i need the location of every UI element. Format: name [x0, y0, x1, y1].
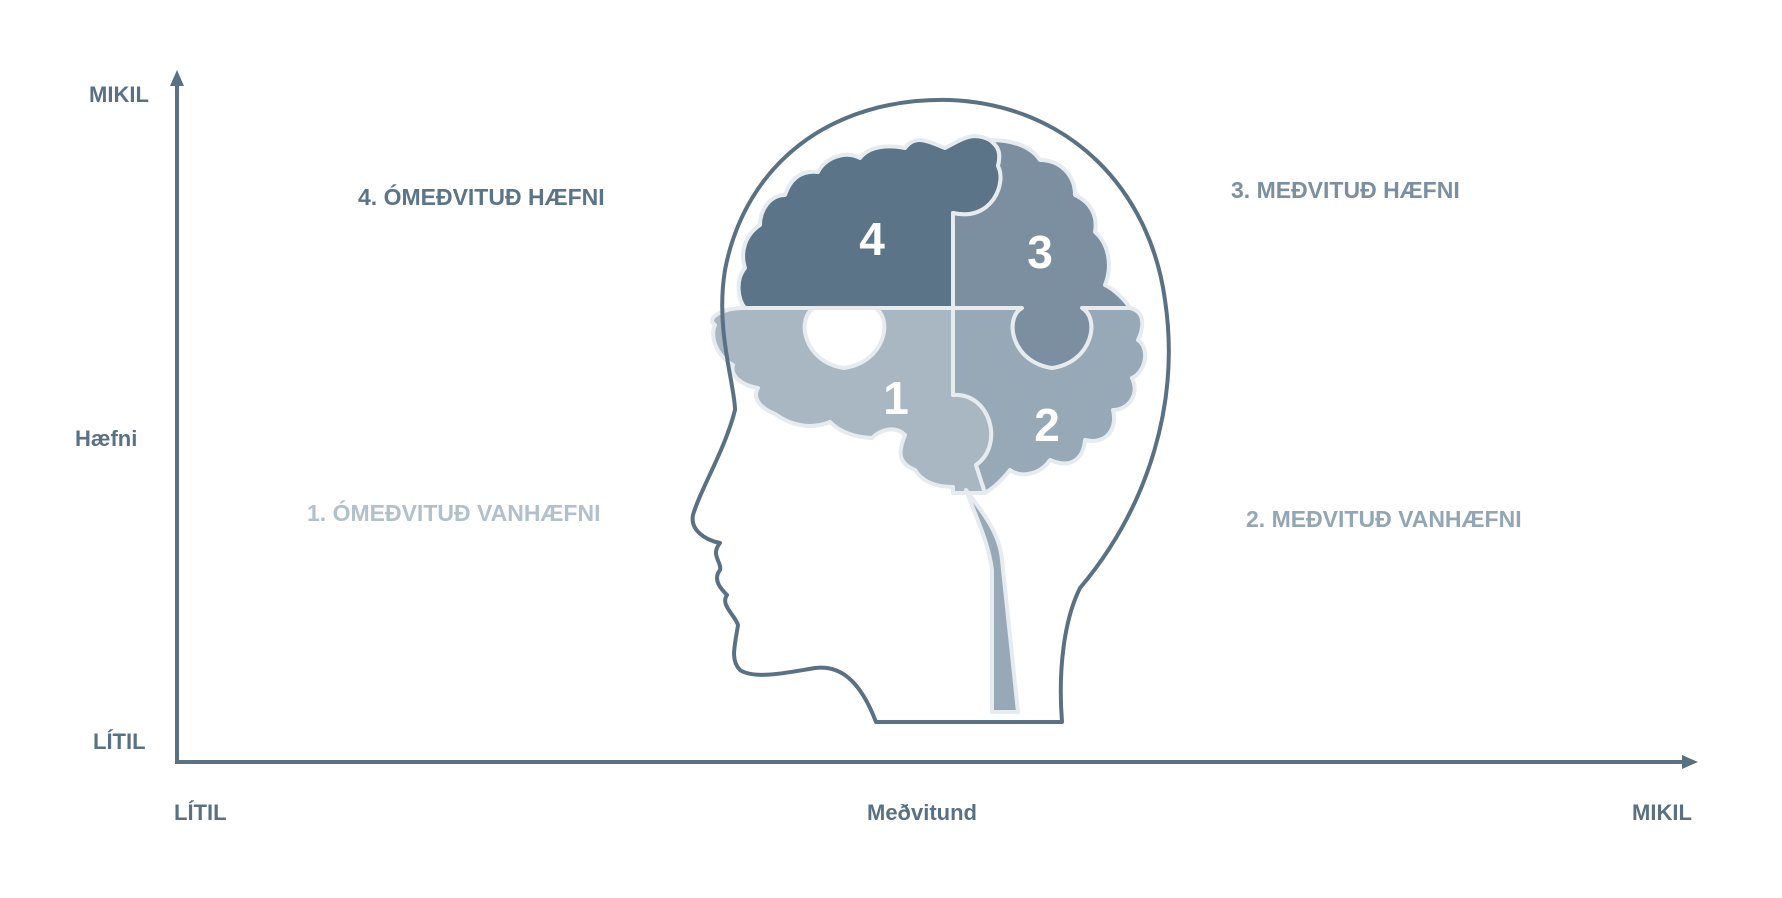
- x-axis-title: Meðvitund: [867, 800, 977, 825]
- head-outline: [690, 97, 1171, 724]
- piece-numbers: 4 3 1 2: [859, 213, 1060, 451]
- y-axis-low-label: LÍTIL: [93, 729, 146, 754]
- brain: [710, 134, 1148, 714]
- quadrant-label-3: 3. MEÐVITUÐ HÆFNI: [1231, 177, 1460, 203]
- brain-piece-3: [951, 138, 1132, 370]
- x-axis-high-label: MIKIL: [1632, 800, 1692, 825]
- brain-piece-1: [710, 306, 994, 495]
- quadrant-label-2: 2. MEÐVITUÐ VANHÆFNI: [1246, 506, 1522, 532]
- axes: [170, 70, 1698, 769]
- quadrant-label-4: 4. ÓMEÐVITUÐ HÆFNI: [358, 184, 605, 210]
- piece-number-1: 1: [883, 372, 909, 424]
- x-axis-low-label: LÍTIL: [174, 800, 227, 825]
- y-axis-high-label: MIKIL: [89, 82, 149, 107]
- piece-number-3: 3: [1027, 226, 1053, 278]
- y-axis-arrow-icon: [170, 70, 184, 86]
- piece-number-2: 2: [1034, 399, 1060, 451]
- brain-stem: [964, 488, 1020, 714]
- x-axis-arrow-icon: [1682, 755, 1698, 769]
- y-axis-title: Hæfni: [75, 426, 138, 451]
- piece-number-4: 4: [859, 213, 885, 265]
- quadrant-label-1: 1. ÓMEÐVITUÐ VANHÆFNI: [307, 500, 601, 526]
